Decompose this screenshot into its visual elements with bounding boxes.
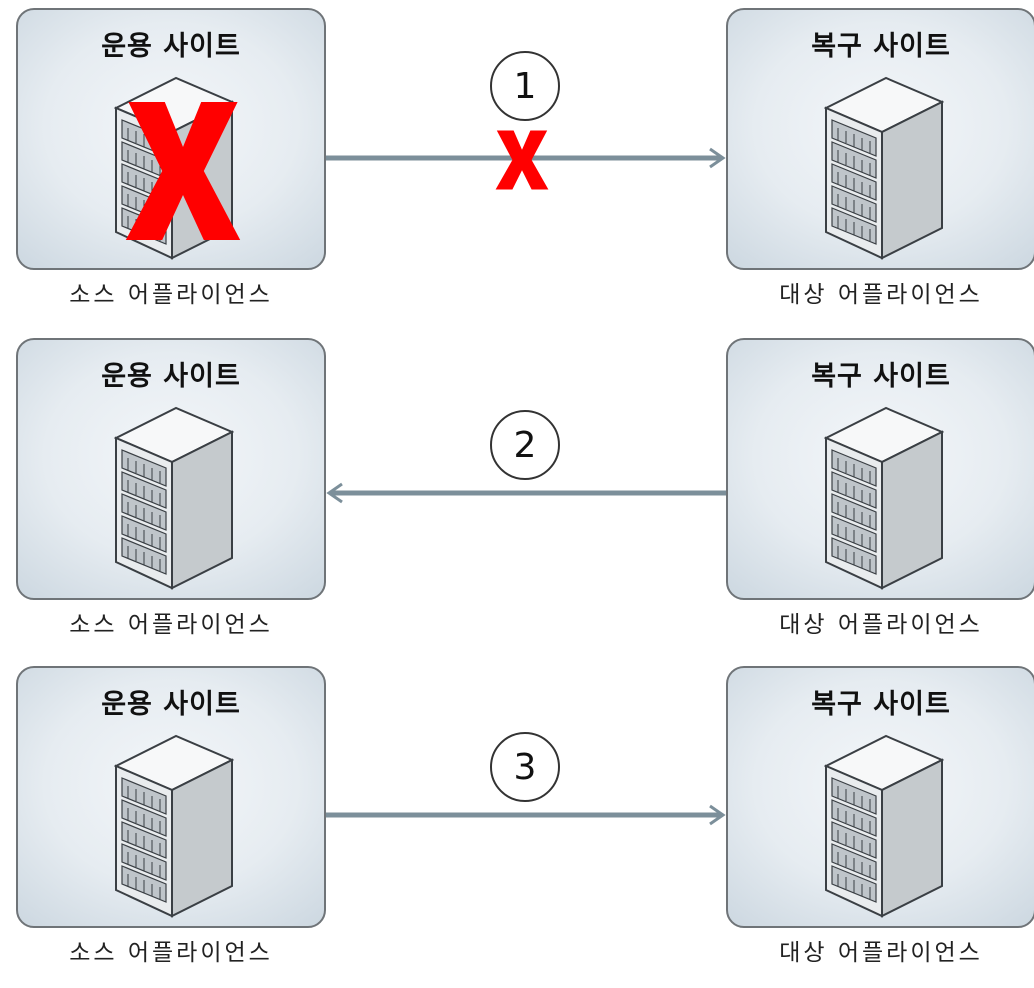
- production-site-box: 운용 사이트: [16, 666, 326, 928]
- production-site-box: 운용 사이트: [16, 8, 326, 270]
- replication-arrow-left: [326, 482, 726, 504]
- recovery-site-title: 복구 사이트: [811, 689, 951, 720]
- row-step-2: 운용 사이트 소스 어플라이언스 2 복구 사이트 대상 어플라이언스: [0, 330, 1034, 660]
- server-rack-icon: [824, 730, 944, 920]
- recovery-site-box: 복구 사이트: [726, 338, 1034, 600]
- step-number-badge: 3: [490, 732, 560, 802]
- replication-arrow-right: [326, 804, 726, 826]
- step-number-badge: 2: [490, 410, 560, 480]
- production-site-title: 운용 사이트: [101, 689, 241, 720]
- row-step-3: 운용 사이트 소스 어플라이언스 3 복구 사이트 대상 어플라이언스: [0, 658, 1034, 988]
- step-number-badge: 1: [490, 51, 560, 121]
- production-site-title: 운용 사이트: [101, 31, 241, 62]
- source-appliance-label: 소스 어플라이언스: [69, 612, 273, 638]
- server-rack-icon: [114, 402, 234, 592]
- target-appliance-label: 대상 어플라이언스: [779, 612, 983, 638]
- red-x-icon: [118, 96, 248, 246]
- server-rack-icon: [824, 72, 944, 262]
- target-appliance-label: 대상 어플라이언스: [779, 940, 983, 966]
- target-appliance-label: 대상 어플라이언스: [779, 282, 983, 308]
- red-x-icon: [492, 128, 552, 192]
- recovery-site-title: 복구 사이트: [811, 361, 951, 392]
- production-site-box: 운용 사이트: [16, 338, 326, 600]
- production-site-title: 운용 사이트: [101, 361, 241, 392]
- row-step-1: 운용 사이트 소스 어플라이언스 1 복구 사이트 대상 어플라이언스: [0, 0, 1034, 330]
- server-rack-icon: [824, 402, 944, 592]
- source-appliance-label: 소스 어플라이언스: [69, 940, 273, 966]
- recovery-site-box: 복구 사이트: [726, 666, 1034, 928]
- source-appliance-label: 소스 어플라이언스: [69, 282, 273, 308]
- recovery-site-box: 복구 사이트: [726, 8, 1034, 270]
- recovery-site-title: 복구 사이트: [811, 31, 951, 62]
- server-rack-icon: [114, 730, 234, 920]
